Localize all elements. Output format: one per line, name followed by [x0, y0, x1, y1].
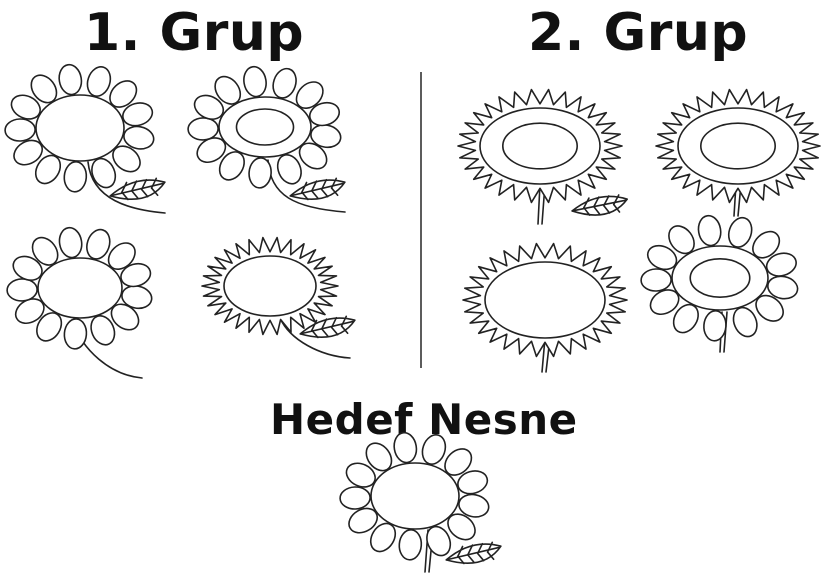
flower-petal	[6, 278, 38, 302]
flower-petal	[193, 94, 225, 120]
flower-petal	[112, 145, 141, 173]
flower-petal	[444, 448, 473, 476]
flower-petal	[703, 310, 727, 342]
flower-leaf	[571, 194, 629, 216]
flower-center	[37, 257, 123, 319]
group2-flower-4	[640, 214, 799, 353]
group1-flower-4	[201, 236, 356, 359]
flower-petal	[120, 262, 152, 288]
flower-petal	[10, 94, 41, 120]
group1-flower-2	[187, 65, 346, 213]
flower-petal	[398, 529, 423, 561]
group2-flower-2	[655, 88, 821, 217]
flower-petal	[458, 493, 490, 518]
flower-petal	[732, 306, 758, 338]
flower-petal	[345, 462, 376, 488]
flower-petal	[276, 154, 302, 185]
flower-petal	[86, 228, 111, 260]
flower-petal	[248, 157, 272, 189]
group1-flower-3	[6, 226, 153, 379]
flower-petal	[727, 216, 753, 248]
flower-petal	[123, 125, 155, 150]
flower-petal	[90, 315, 116, 346]
flower-petal	[14, 298, 45, 325]
target-object-title: Hedef Nesne	[270, 395, 578, 444]
flower-center-inner-ring	[501, 122, 578, 170]
flower-petal	[767, 275, 799, 300]
group2-title: 2. Grup	[528, 3, 749, 63]
target-flower	[339, 431, 502, 573]
flower-petal	[765, 252, 797, 277]
flower-petal	[91, 157, 117, 189]
flower-petal	[393, 431, 418, 464]
flower-petal	[752, 230, 781, 259]
flower-petal	[122, 102, 154, 127]
flower-petal	[755, 294, 784, 322]
flower-petal	[4, 118, 36, 142]
flower-petal	[457, 470, 489, 495]
flower-petal	[34, 154, 62, 185]
flower-petal	[339, 486, 371, 510]
flower-petal	[31, 236, 59, 266]
flower-stem	[87, 161, 166, 214]
flower-petal	[36, 312, 63, 342]
flower-petal	[640, 268, 672, 292]
flower-center	[484, 261, 606, 339]
group2-flower-3	[462, 242, 628, 373]
flower-petal	[109, 80, 138, 108]
flower-center-inner-ring	[235, 108, 295, 146]
flower-leaf	[445, 541, 502, 565]
flower-petal	[649, 289, 680, 316]
flower-petal	[30, 74, 58, 104]
group2-flower-1	[457, 88, 629, 225]
flower-petal	[295, 81, 324, 109]
flower-petal	[668, 225, 695, 255]
flower-petal	[272, 67, 297, 99]
group1-flower-1	[4, 63, 166, 214]
group1-title: 1. Grup	[84, 3, 305, 63]
flower-petal	[369, 522, 397, 553]
flower-petal	[218, 151, 245, 181]
flower-petal	[187, 117, 219, 141]
flower-petal	[243, 65, 267, 98]
flower-petal	[697, 214, 722, 247]
flower-petal	[426, 525, 452, 557]
flower-center	[223, 255, 317, 317]
flower-petal	[58, 226, 83, 259]
flower-petal	[646, 244, 678, 271]
flower-petal	[421, 434, 447, 465]
flower-petal	[196, 137, 227, 164]
flower-petal	[86, 66, 112, 97]
flower-petal	[365, 442, 393, 472]
flower-petal	[672, 303, 699, 334]
flower-petal	[348, 507, 379, 534]
flower-leaf	[109, 177, 166, 201]
flower-center	[370, 462, 460, 530]
flower-petal	[63, 318, 88, 350]
flower-petal	[298, 142, 328, 170]
flower-petal	[58, 63, 83, 96]
flower-center-inner-ring	[689, 257, 751, 298]
flower-center-inner-ring	[699, 122, 776, 170]
flower-leaf	[299, 315, 356, 339]
flower-petal	[110, 303, 140, 331]
flower-petal	[447, 513, 476, 541]
flower-center	[35, 94, 125, 162]
flower-petal	[63, 161, 88, 193]
flower-petal	[12, 255, 43, 281]
flower-petal	[214, 75, 242, 105]
flower-petal	[13, 139, 44, 166]
flower-petal	[107, 242, 136, 270]
flower-petal	[308, 101, 341, 127]
flower-leaf	[289, 177, 346, 201]
